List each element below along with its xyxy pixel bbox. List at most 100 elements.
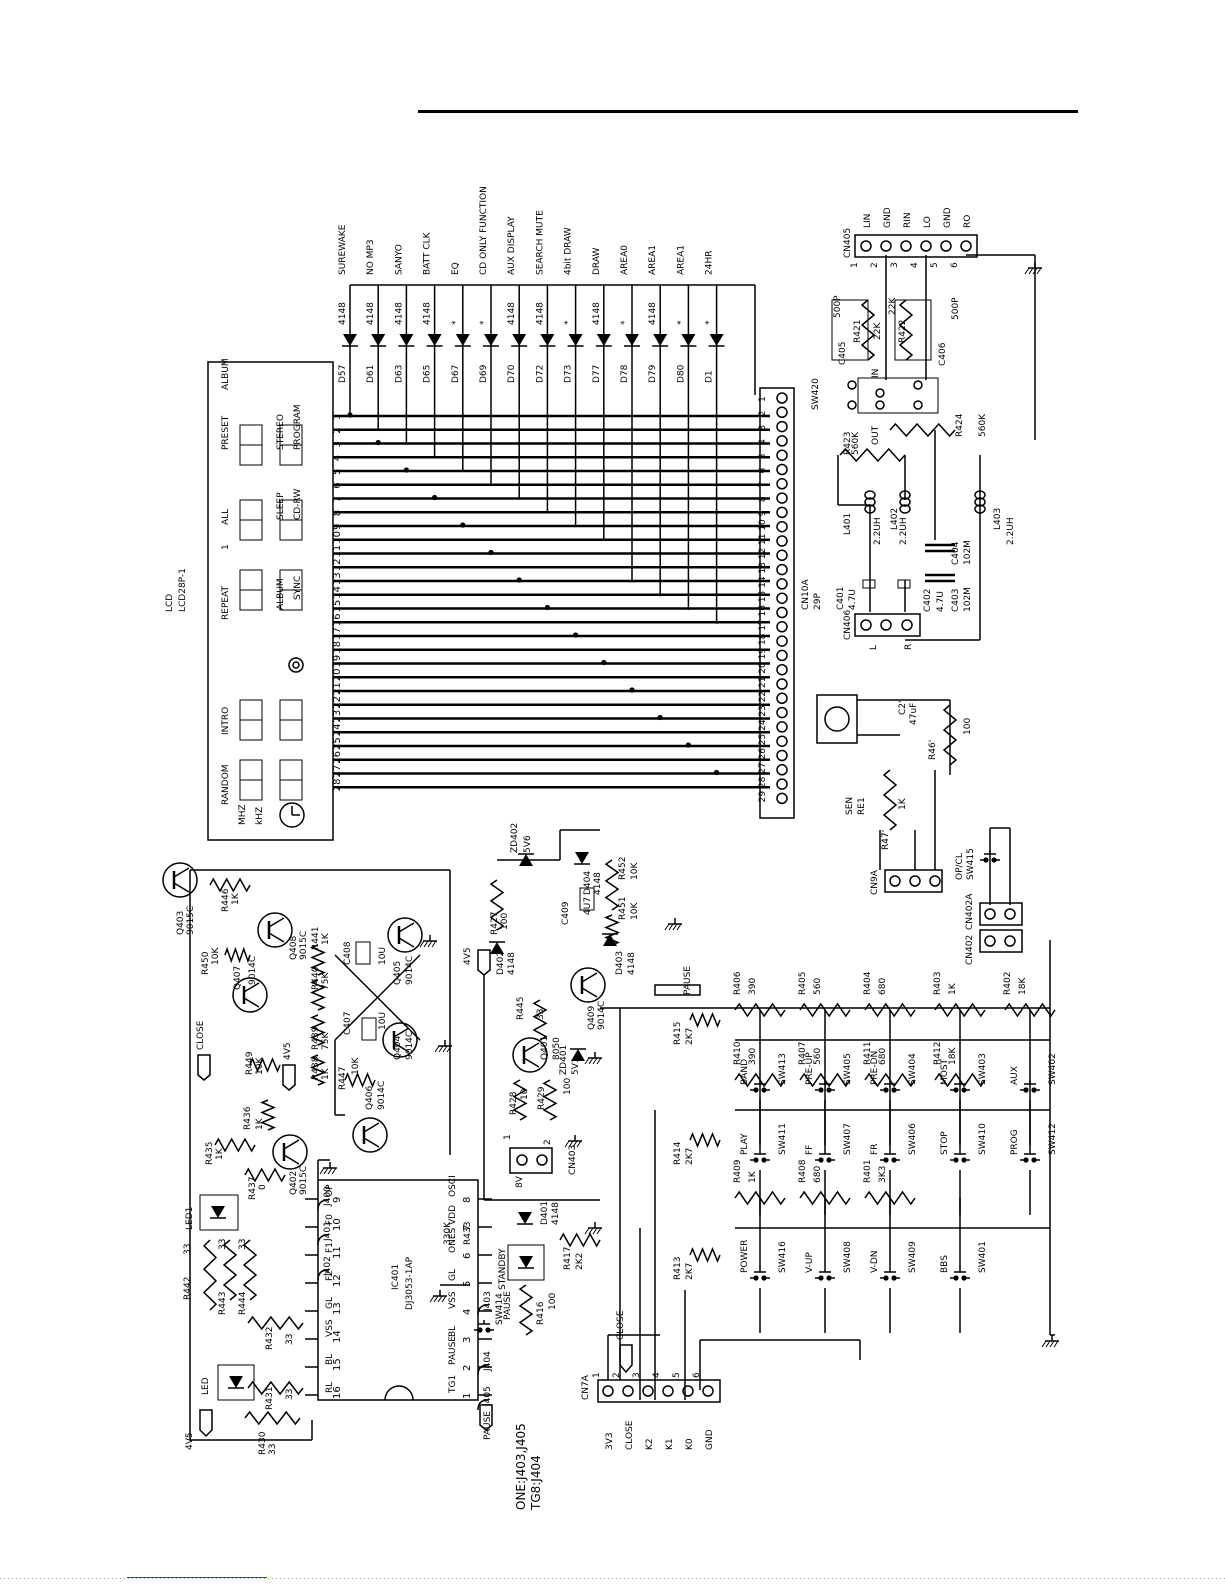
key-resistor-value: 390 [748,1048,758,1065]
junction-dot [883,1275,889,1281]
r439-ref: R439 [311,1026,321,1050]
lcd-segment-label: ALBUM [276,578,286,610]
option-label: SUREWAKE [338,224,348,275]
junction-dot [818,1157,824,1163]
pause-tag [654,984,701,996]
diode-value: 4148 [592,302,602,325]
cn406-outline [854,613,921,637]
option-diode [455,334,470,346]
c2-ref: C2' [898,701,908,715]
c403-ref: C403 [951,589,961,612]
transistor-lead [363,1122,380,1133]
cn9a-pin [909,875,921,887]
ground-hatch [431,940,437,948]
junction-dot [826,1157,832,1163]
r440-value: 75K [321,972,331,990]
option-diode [625,334,639,346]
lcd-pin-number: 16 [332,614,343,627]
key-resistor-value: 680 [813,1166,823,1183]
r439-value: 75K [321,1032,331,1050]
ic-pin-name: F2 [325,1270,335,1281]
diode-ref: D61 [366,365,376,383]
ic-pin-number: 15 [332,1358,343,1371]
r436 [260,1099,276,1131]
key-resistor-ref: R402 [1003,972,1013,995]
lcd-segment-label: kHZ [255,807,265,825]
cn7a-signal: K1 [665,1438,675,1450]
q405 [387,917,423,953]
cn10a-pin [776,606,788,619]
l402-coil [899,504,911,514]
close-input-tag [197,1054,211,1081]
sw420-ref: SW420 [811,378,821,410]
key-resistor-value: 560 [813,1048,823,1065]
cn7a-outline [597,1379,721,1403]
ground-hatch [676,923,682,931]
r429-ref: R429 [537,1086,547,1110]
r449-ref: R449 [245,1051,255,1075]
lcd-segment-label: ALBUM [221,358,231,390]
jumper [317,1269,329,1281]
clock-icon [279,802,305,828]
junction-dot [1023,1157,1029,1163]
footer-link-underline[interactable] [127,1577,267,1578]
r437-ref: R437 [248,1177,258,1200]
lcd-pin-number: 28 [332,779,343,792]
footer-dotted-rule [0,1578,1225,1579]
diode-ref: D80 [676,364,686,383]
r447 [344,1072,376,1088]
junction-dot [818,1275,824,1281]
r436-ref: R436 [243,1106,253,1130]
r447-ref: R447 [338,1067,348,1090]
diode-value: * [564,320,574,325]
ic-pin-number: 10 [332,1218,343,1231]
diode-value: * [479,320,489,325]
key-resistor-ref: R404 [863,971,873,995]
lcd-segment-label: CD-RW [293,489,303,520]
r424-value: 560K [978,413,988,437]
r428-value: 10 [520,1088,530,1100]
led-ref: LED [201,1377,211,1395]
r432-ref: R432 [265,1327,275,1350]
option-label: DRAW [592,248,602,275]
diode-value: * [676,320,686,325]
lcd-segment-label: RANDOM [221,764,231,805]
ground-hatch [672,923,678,931]
option-label: AREA1 [648,245,658,275]
lcd-pin-number: 22 [332,696,343,709]
r423-ref: R423 [843,432,853,455]
lcd-part-number: LCD28P-1 [178,568,188,612]
lcd-pin-number: 13 [332,572,343,585]
cn7a-signal: GND [705,1429,715,1450]
ground-hatch [446,1045,452,1053]
key-resistor-ref: R405 [798,972,808,995]
r444 [242,1239,258,1301]
option-diode [681,334,696,346]
ic-pin-name: TG1 [448,1375,458,1394]
ic-pin-number: 2 [462,1365,473,1371]
cn10a-ref: CN10A [801,579,811,610]
diode-value: 4148 [423,302,433,325]
lcd-segment-label: MHZ [238,804,248,825]
cn403-pin1: 1 [503,1134,513,1140]
r417 [559,1232,601,1248]
r424-ref: R424 [955,413,965,437]
v4v5-c-tag [477,949,491,976]
ic-pin-name: PAUSE [448,1336,458,1365]
lcd-segment-label: PRESET [221,415,231,450]
r437 [244,1167,286,1183]
cn10a-pin-count: 29P [813,593,823,610]
c407-ref: C407 [343,1012,353,1035]
cn403-pin2: 2 [543,1139,553,1145]
disc-icon [288,657,304,673]
option-label: EQ [451,262,461,275]
transistor-lead [283,1139,300,1150]
cn10a-pin [776,392,788,404]
ground-hatch [568,1140,574,1148]
r422-value: 22K [888,297,898,315]
l402-value: 2.2UH [899,517,909,545]
diode-value: 4148 [535,302,545,325]
ic-pin-number: 3 [462,1337,473,1343]
transistor-lead [173,882,190,893]
diode-value: 4148 [338,302,348,325]
